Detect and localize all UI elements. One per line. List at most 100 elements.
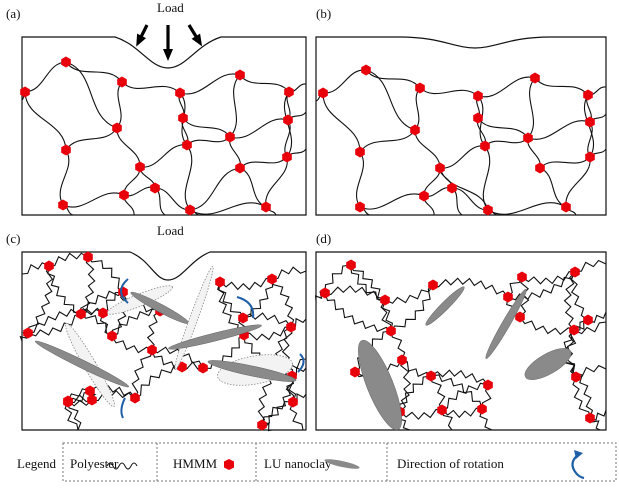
- polyester-chain: [116, 81, 123, 129]
- hmmm-node: [130, 392, 140, 404]
- polyester-chain: [575, 364, 607, 378]
- polyester-chain: [229, 118, 289, 139]
- nanoclay-platelet: [207, 360, 297, 382]
- polyester-chain: [265, 156, 288, 208]
- hmmm-node: [515, 311, 525, 323]
- polyester-chain: [87, 256, 124, 293]
- polyester-chain: [261, 375, 295, 426]
- nanoclay-platelet: [34, 340, 130, 388]
- legend-nanoclay-label: LU nanoclay: [264, 456, 332, 471]
- hmmm-node: [415, 82, 425, 94]
- hmmm-node: [483, 204, 493, 216]
- hmmm-node: [284, 86, 294, 98]
- hmmm-node: [428, 279, 438, 291]
- polyester-chain: [430, 374, 483, 410]
- polyester-chain: [184, 144, 193, 211]
- hmmm-node: [185, 204, 195, 216]
- hmmm-node: [585, 412, 595, 424]
- polyester-chain: [390, 284, 434, 332]
- polyester-chain: [123, 166, 141, 196]
- polyester-chain: [482, 145, 491, 211]
- hmmm-node: [585, 116, 595, 128]
- polyester-chain: [359, 193, 425, 210]
- polyester-chain: [484, 137, 529, 147]
- polyester-chain: [217, 281, 245, 336]
- polyester-chain: [242, 312, 292, 328]
- polyester-chain: [519, 316, 575, 335]
- polyester-chain: [439, 145, 486, 169]
- hmmm-node: [235, 162, 245, 174]
- hmmm-node: [235, 69, 245, 81]
- hmmm-node: [473, 90, 483, 102]
- panel-frame: [21, 36, 307, 216]
- hmmm-node: [346, 259, 356, 271]
- hmmm-node: [61, 144, 71, 156]
- load-arrow-head: [136, 33, 147, 47]
- hmmm-node: [198, 362, 208, 374]
- polyester-chain: [289, 401, 304, 431]
- polyester-chain: [24, 91, 67, 151]
- hmmm-node: [350, 366, 360, 378]
- polyester-chain: [565, 329, 577, 378]
- polyester-chain: [239, 167, 267, 208]
- hmmm-node: [483, 379, 493, 391]
- polyester-chain: [182, 117, 231, 138]
- hmmm-node: [397, 354, 407, 366]
- hmmm-node: [147, 344, 157, 356]
- rotation-arrow-icon: [120, 397, 126, 419]
- polyester-chain: [65, 61, 123, 83]
- polyester-chain: [27, 307, 104, 334]
- load-arrow-head: [163, 49, 173, 61]
- polyester-chain: [24, 61, 67, 93]
- hmmm-node: [76, 308, 86, 320]
- polyester-chain: [59, 149, 70, 206]
- polyester-chain: [324, 292, 392, 333]
- polyester-chain: [202, 334, 245, 369]
- polyester-chain: [80, 256, 96, 315]
- polyester-chain: [441, 407, 483, 419]
- polyester-chain: [432, 277, 509, 298]
- polyester-chain: [229, 74, 241, 138]
- hmmm-node: [477, 403, 487, 415]
- load-arrow-head: [191, 33, 203, 47]
- curved-arrow-icon: [571, 454, 585, 480]
- rotation-arrow-icon: [236, 296, 255, 319]
- polyester-chain: [477, 76, 536, 98]
- polyester-chain: [430, 369, 489, 386]
- panel-frame: [21, 251, 307, 431]
- hmmm-node: [570, 266, 580, 278]
- hmmm-node: [44, 260, 54, 272]
- hmmm-node: [447, 182, 457, 194]
- nanoclay-platelet: [485, 289, 527, 359]
- polyester-chain: [111, 291, 128, 337]
- polyester-chain: [65, 127, 118, 151]
- hmmm-node: [261, 201, 271, 213]
- polyester-chain: [62, 192, 125, 208]
- polyester-chain: [399, 375, 432, 413]
- hmmm-node: [58, 199, 68, 211]
- legend-polyester-label: Polyester: [70, 456, 119, 471]
- hmmm-node: [215, 276, 225, 288]
- polyester-chain: [131, 349, 153, 399]
- legend-hmmm-label: HMMM: [173, 456, 218, 471]
- hmmm-node: [286, 321, 296, 333]
- polyester-chain: [239, 74, 290, 93]
- polyester-chain: [399, 408, 443, 420]
- nanoclay-platelet: [168, 324, 262, 350]
- hmmm-node: [530, 72, 540, 84]
- polyester-chain: [27, 313, 82, 337]
- panel-b: [315, 36, 607, 216]
- polyester-chain: [134, 365, 183, 399]
- panel-d: [314, 251, 607, 431]
- polyester-chain: [121, 81, 181, 94]
- hmmm-node: [288, 396, 298, 408]
- hmmm-node: [83, 251, 93, 263]
- hmmm-node: [361, 64, 371, 76]
- polyester-chain: [430, 375, 446, 411]
- polyester-chain: [519, 276, 530, 318]
- polyester-chain: [527, 120, 591, 140]
- polyester-chain: [64, 400, 79, 431]
- hmmm-node: [225, 131, 235, 143]
- polyester-chain: [111, 335, 153, 354]
